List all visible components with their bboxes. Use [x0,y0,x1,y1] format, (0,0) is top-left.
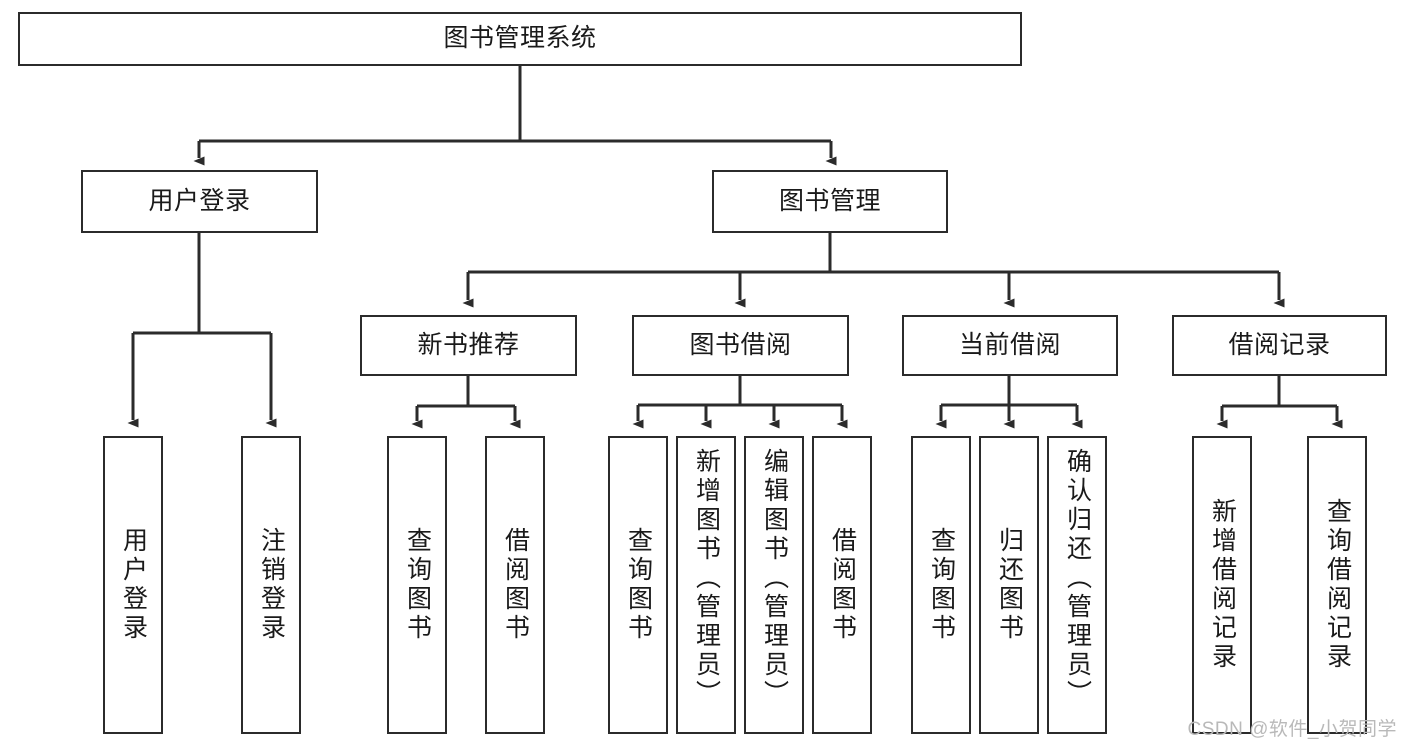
node-borrow-record-label: 借阅记录 [1228,330,1331,359]
node-new-book-recommend[interactable]: 新书推荐 [360,315,577,376]
leaf-query-book-1[interactable]: 查询图书 [387,436,447,734]
leaf-query-book-3[interactable]: 查询图书 [911,436,971,734]
node-book-manage-label: 图书管理 [778,186,881,215]
node-root-system[interactable]: 图书管理系统 [18,12,1022,66]
leaf-query-book-1-label: 查询图书 [403,527,432,643]
leaf-add-borrow-record-label: 新增借阅记录 [1208,498,1237,672]
node-borrow-record[interactable]: 借阅记录 [1172,315,1387,376]
node-root-system-label: 图书管理系统 [443,24,597,53]
leaf-user-login[interactable]: 用户登录 [103,436,163,734]
leaf-edit-book-admin-label: 编辑图书（管理员） [760,448,789,709]
leaf-add-book-admin[interactable]: 新增图书（管理员） [676,436,736,734]
leaf-query-borrow-record-label: 查询借阅记录 [1323,498,1352,672]
leaf-confirm-return-admin[interactable]: 确认归还（管理员） [1047,436,1107,734]
leaf-borrow-book-2-label: 借阅图书 [828,527,857,643]
leaf-query-book-2[interactable]: 查询图书 [608,436,668,734]
node-book-borrow[interactable]: 图书借阅 [632,315,849,376]
leaf-user-login-label: 用户登录 [119,527,148,643]
leaf-logout-login-label: 注销登录 [257,527,286,643]
leaf-query-book-3-label: 查询图书 [927,527,956,643]
csdn-watermark: CSDN @软件_小贺同学 [1187,719,1397,740]
leaf-add-book-admin-label: 新增图书（管理员） [692,448,721,709]
node-current-borrow-label: 当前借阅 [958,330,1061,359]
leaf-confirm-return-admin-label: 确认归还（管理员） [1063,448,1092,709]
node-book-manage[interactable]: 图书管理 [712,170,948,233]
leaf-query-book-2-label: 查询图书 [624,527,653,643]
node-new-book-recommend-label: 新书推荐 [417,330,520,359]
leaf-edit-book-admin[interactable]: 编辑图书（管理员） [744,436,804,734]
node-user-login[interactable]: 用户登录 [81,170,318,233]
node-current-borrow[interactable]: 当前借阅 [902,315,1118,376]
leaf-logout-login[interactable]: 注销登录 [241,436,301,734]
leaf-add-borrow-record[interactable]: 新增借阅记录 [1192,436,1252,734]
leaf-return-book[interactable]: 归还图书 [979,436,1039,734]
leaf-query-borrow-record[interactable]: 查询借阅记录 [1307,436,1367,734]
node-book-borrow-label: 图书借阅 [689,330,792,359]
leaf-return-book-label: 归还图书 [995,527,1024,643]
node-user-login-label: 用户登录 [148,186,251,215]
leaf-borrow-book-1[interactable]: 借阅图书 [485,436,545,734]
leaf-borrow-book-1-label: 借阅图书 [501,527,530,643]
leaf-borrow-book-2[interactable]: 借阅图书 [812,436,872,734]
